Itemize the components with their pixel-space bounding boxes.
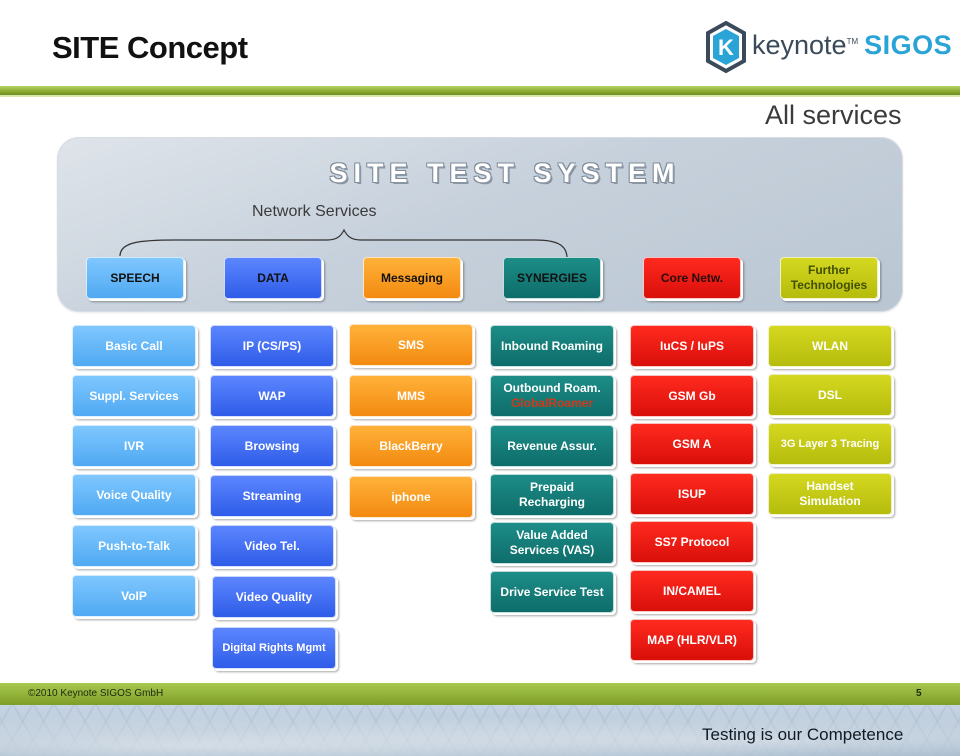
network-services-label: Network Services bbox=[252, 203, 377, 220]
category-data[interactable]: DATA bbox=[224, 257, 322, 299]
core-item[interactable]: SS7 Protocol bbox=[630, 521, 754, 563]
data-item[interactable]: Streaming bbox=[210, 475, 334, 517]
core-item[interactable]: IuCS / IuPS bbox=[630, 325, 754, 367]
logo-k-letter: K bbox=[718, 35, 734, 60]
speech-item[interactable]: Basic Call bbox=[72, 325, 196, 367]
core-item[interactable]: ISUP bbox=[630, 473, 754, 515]
site-test-system-panel bbox=[57, 137, 903, 312]
logo-brand: SIGOS bbox=[864, 30, 953, 60]
data-item[interactable]: IP (CS/PS) bbox=[210, 325, 334, 367]
logo-wordmark: keynoteTM SIGOS bbox=[752, 30, 952, 61]
data-item[interactable]: Video Tel. bbox=[210, 525, 334, 567]
further-item[interactable]: DSL bbox=[768, 374, 892, 416]
handset-label-line2: Simulation bbox=[799, 494, 861, 508]
network-services-brace bbox=[119, 228, 568, 259]
footer-bar bbox=[0, 683, 960, 705]
copyright-text: ©2010 Keynote SIGOS GmbH bbox=[28, 688, 164, 699]
category-core-network[interactable]: Core Netw. bbox=[643, 257, 741, 299]
header-divider bbox=[0, 86, 960, 95]
speech-item[interactable]: IVR bbox=[72, 425, 196, 467]
core-item[interactable]: IN/CAMEL bbox=[630, 570, 754, 612]
messaging-item[interactable]: MMS bbox=[349, 375, 473, 417]
logo-tm: TM bbox=[846, 37, 859, 46]
footer-tagline: Testing is our Competence bbox=[702, 725, 904, 744]
prepaid-label-line2: Recharging bbox=[518, 495, 585, 509]
prepaid-label-line1: Prepaid bbox=[529, 480, 574, 494]
messaging-item[interactable]: iphone bbox=[349, 476, 473, 518]
further-label-line2: Technologies bbox=[790, 278, 868, 292]
synergies-item[interactable]: Outbound Roam.GlobalRoamer bbox=[490, 375, 614, 417]
messaging-item[interactable]: BlackBerry bbox=[349, 425, 473, 467]
core-item[interactable]: MAP (HLR/VLR) bbox=[630, 619, 754, 661]
further-label-line1: Further bbox=[807, 263, 850, 277]
speech-item[interactable]: Suppl. Services bbox=[72, 375, 196, 417]
speech-item[interactable]: Voice Quality bbox=[72, 474, 196, 516]
page-title: SITE Concept bbox=[52, 30, 248, 65]
further-item[interactable]: WLAN bbox=[768, 325, 892, 367]
header-divider-highlight bbox=[0, 95, 960, 97]
speech-item[interactable]: Push-to-Talk bbox=[72, 525, 196, 567]
further-item[interactable]: 3G Layer 3 Tracing bbox=[768, 423, 892, 465]
data-item[interactable]: Digital Rights Mgmt bbox=[212, 627, 336, 669]
category-synergies[interactable]: SYNERGIES bbox=[503, 257, 601, 299]
category-speech[interactable]: SPEECH bbox=[86, 257, 184, 299]
messaging-item[interactable]: SMS bbox=[349, 324, 473, 366]
data-item[interactable]: Video Quality bbox=[212, 576, 336, 618]
outbound-roaming-label: Outbound Roam. bbox=[503, 381, 601, 395]
core-item[interactable]: GSM A bbox=[630, 423, 754, 465]
data-item[interactable]: WAP bbox=[210, 375, 334, 417]
synergies-item[interactable]: Revenue Assur. bbox=[490, 425, 614, 467]
keynote-logo-icon: K bbox=[706, 20, 746, 74]
category-messaging[interactable]: Messaging bbox=[363, 257, 461, 299]
vas-label-line2: Services (VAS) bbox=[509, 543, 595, 557]
synergies-item[interactable]: Inbound Roaming bbox=[490, 325, 614, 367]
page-number: 5 bbox=[916, 688, 922, 699]
handset-label-line1: Handset bbox=[806, 479, 854, 493]
logo-main: keynote bbox=[752, 30, 847, 60]
system-title: SITE TEST SYSTEM bbox=[329, 158, 681, 188]
data-item[interactable]: Browsing bbox=[210, 425, 334, 467]
vas-label-line1: Value Added bbox=[516, 528, 588, 542]
slide-subtitle: All services bbox=[765, 100, 902, 130]
synergies-item[interactable]: Drive Service Test bbox=[490, 571, 614, 613]
core-item[interactable]: GSM Gb bbox=[630, 375, 754, 417]
globalroamer-label: GlobalRoamer bbox=[510, 396, 593, 410]
footer-background bbox=[0, 705, 960, 756]
speech-item[interactable]: VoIP bbox=[72, 575, 196, 617]
